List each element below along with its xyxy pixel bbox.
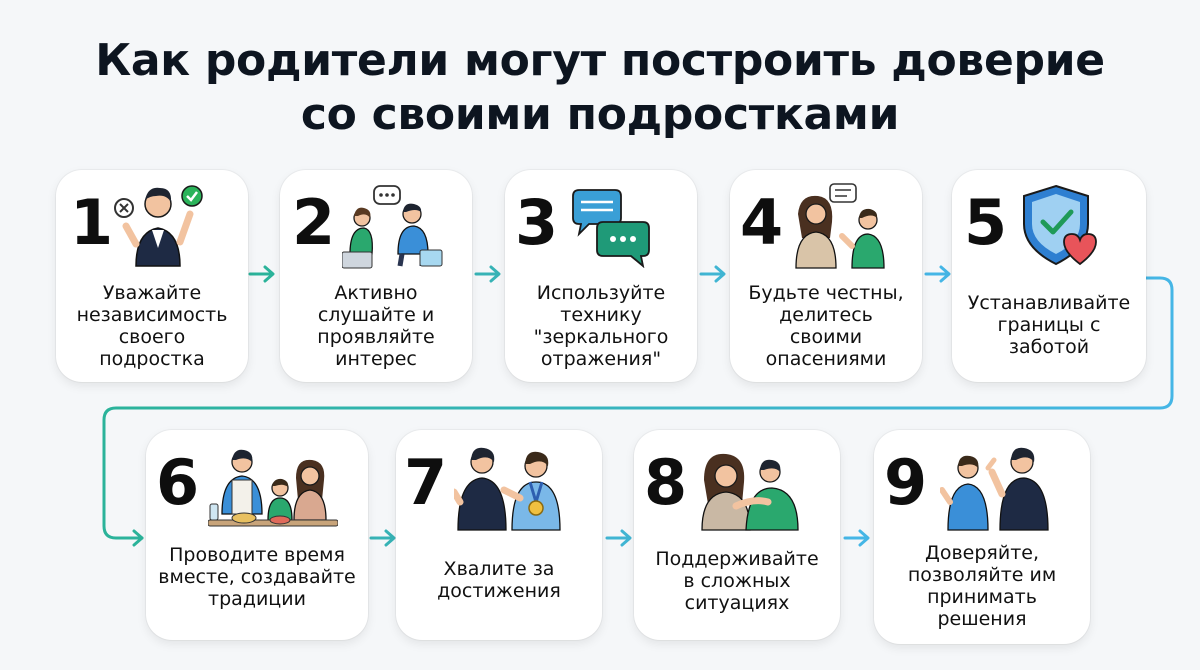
- step-caption: Поддерживайте в сложных ситуациях: [638, 548, 836, 614]
- arrow-3-4: [699, 265, 726, 283]
- medal-praise-icon: [454, 447, 561, 531]
- family-cooking-icon: [208, 449, 338, 527]
- caption-line: Уважайте: [102, 282, 202, 304]
- caption-line: Используйте: [536, 282, 666, 304]
- step-card-3: 3 Используйте технику "зеркального отраж…: [505, 170, 697, 382]
- step-caption: Доверяйте, позволяйте им принимать решен…: [878, 542, 1086, 630]
- title-line-1: Как родители могут построить доверие: [95, 35, 1105, 86]
- step-number: 4: [740, 186, 784, 259]
- caption-line: своими: [789, 326, 863, 348]
- parent-teen-talk-icon: [795, 183, 885, 269]
- caption-line: проявляйте: [317, 326, 435, 348]
- step-number: 2: [292, 186, 336, 259]
- caption-line: технику: [560, 304, 642, 326]
- arrow-6-7: [369, 529, 396, 547]
- caption-line: в сложных: [683, 570, 791, 592]
- step-number: 1: [70, 186, 114, 259]
- page-title: Как родители могут построить доверие со …: [0, 34, 1200, 142]
- listening-conversation-icon: [342, 185, 443, 269]
- chat-bubbles-icon: [572, 189, 650, 268]
- step-number: 9: [884, 446, 928, 519]
- loop-connector-5-6: [102, 276, 1174, 540]
- caption-line: отражения": [540, 348, 662, 370]
- caption-line: традиции: [208, 588, 306, 610]
- caption-line: заботой: [1008, 336, 1090, 358]
- caption-line: вместе, создавайте: [158, 566, 356, 588]
- arrow-2-3: [474, 265, 501, 283]
- caption-line: границы с: [997, 314, 1101, 336]
- thumbs-up-trust-icon: [940, 447, 1049, 531]
- step-caption: Активно слушайте и проявляйте интерес: [286, 282, 466, 370]
- caption-line: Доверяйте,: [925, 542, 1039, 564]
- arrow-8-9: [843, 529, 870, 547]
- caption-line: Поддерживайте: [655, 548, 819, 570]
- arrow-7-8: [605, 529, 632, 547]
- caption-line: опасениями: [765, 348, 887, 370]
- step-number: 6: [156, 446, 200, 519]
- step-caption: Проводите время вместе, создавайте тради…: [148, 544, 366, 610]
- person-choice-icon: [114, 185, 203, 267]
- title-line-2: со своими подростками: [300, 89, 900, 140]
- step-card-8: 8 Поддерживайте в сложных ситуациях: [634, 430, 840, 640]
- caption-line: интерес: [335, 348, 417, 370]
- step-card-1: 1 Уважайте независимость своего подростк…: [56, 170, 248, 382]
- step-card-9: 9 Доверяйте, позволяйте им принимать реш…: [874, 430, 1090, 644]
- caption-line: независимость: [76, 304, 228, 326]
- step-card-4: 4 Будьте честны, делитесь своими опасени…: [730, 170, 922, 382]
- comforting-hug-icon: [701, 453, 799, 531]
- step-card-7: 7 Хвалите за достижения: [396, 430, 602, 640]
- caption-line: ситуациях: [684, 592, 790, 614]
- step-caption: Используйте технику "зеркального отражен…: [511, 282, 691, 370]
- caption-line: "зеркального: [533, 326, 669, 348]
- caption-line: принимать: [927, 586, 1037, 608]
- shield-heart-icon: [1023, 184, 1097, 266]
- caption-line: Проводите время: [169, 544, 345, 566]
- arrow-4-5: [924, 265, 951, 283]
- step-number: 8: [644, 446, 688, 519]
- loop-arrowhead: [132, 529, 144, 547]
- step-card-6: 6 Проводите время вместе, создавайте тра…: [146, 430, 368, 640]
- caption-line: Активно: [334, 282, 418, 304]
- caption-line: своего: [118, 326, 186, 348]
- step-caption: Уважайте независимость своего подростка: [62, 282, 242, 370]
- step-caption: Будьте честны, делитесь своими опасениям…: [736, 282, 916, 370]
- step-number: 3: [515, 186, 559, 259]
- step-caption: Хвалите за достижения: [400, 558, 598, 602]
- caption-line: делитесь: [779, 304, 873, 326]
- caption-line: решения: [937, 608, 1027, 630]
- caption-line: Будьте честны,: [748, 282, 904, 304]
- caption-line: Устанавливайте: [967, 292, 1131, 314]
- step-card-2: 2 Активно слушайте и проявляйте интерес: [280, 170, 472, 382]
- step-card-5: 5 Устанавливайте границы с заботой: [952, 170, 1146, 382]
- caption-line: подростка: [99, 348, 205, 370]
- step-number: 7: [404, 446, 448, 519]
- step-caption: Устанавливайте границы с заботой: [956, 292, 1142, 358]
- caption-line: Хвалите за: [443, 558, 555, 580]
- arrow-1-2: [248, 265, 275, 283]
- step-number: 5: [964, 186, 1008, 259]
- caption-line: позволяйте им: [907, 564, 1057, 586]
- caption-line: слушайте и: [317, 304, 435, 326]
- caption-line: достижения: [437, 580, 561, 602]
